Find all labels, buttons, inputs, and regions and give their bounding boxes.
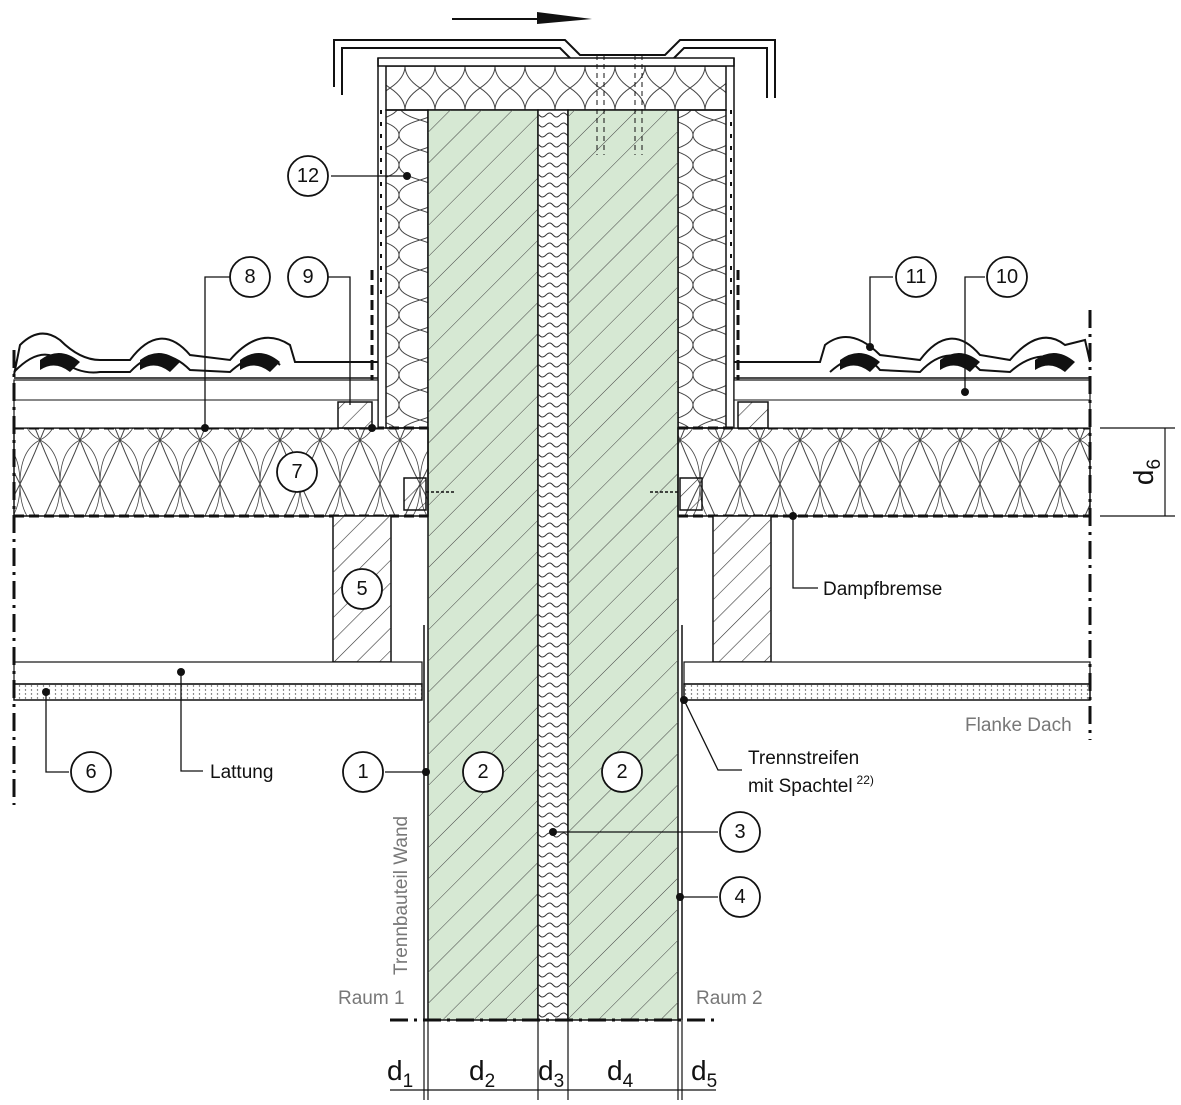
callout-6: 6 bbox=[70, 751, 112, 793]
callout-5: 5 bbox=[341, 568, 383, 610]
dim-d3-label: d3 bbox=[538, 1055, 564, 1092]
svg-text:5: 5 bbox=[356, 578, 367, 600]
label-trennstreifen: Trennstreifen bbox=[748, 748, 859, 769]
roof-tiles-right-dark bbox=[840, 352, 1075, 372]
svg-text:1: 1 bbox=[357, 761, 368, 783]
svg-text:2: 2 bbox=[616, 761, 627, 783]
dim-d6-label: d6 bbox=[1128, 459, 1165, 485]
leader-dots bbox=[42, 172, 969, 901]
anchors bbox=[403, 477, 703, 511]
callout-10: 10 bbox=[986, 256, 1028, 298]
bottom-dimensions bbox=[390, 1020, 716, 1100]
dim-d2-label: d2 bbox=[469, 1055, 495, 1092]
dim-d6 bbox=[1100, 427, 1175, 517]
label-flanke-dach: Flanke Dach bbox=[965, 715, 1072, 736]
svg-text:9: 9 bbox=[302, 266, 313, 288]
callout-11: 11 bbox=[895, 256, 937, 298]
callout-4: 4 bbox=[719, 876, 761, 918]
plaster-layers bbox=[423, 625, 683, 1020]
label-lattung: Lattung bbox=[210, 762, 273, 783]
label-raum-1: Raum 1 bbox=[338, 988, 405, 1009]
callout-1: 1 bbox=[342, 751, 384, 793]
svg-text:4: 4 bbox=[734, 886, 745, 908]
callout-3: 3 bbox=[719, 811, 761, 853]
svg-text:2: 2 bbox=[477, 761, 488, 783]
svg-text:8: 8 bbox=[244, 266, 255, 288]
callout-2-left: 2 bbox=[462, 751, 504, 793]
callout-2-right: 2 bbox=[601, 751, 643, 793]
dim-d1-label: d1 bbox=[387, 1055, 413, 1092]
svg-text:7: 7 bbox=[291, 461, 302, 483]
fixings bbox=[596, 55, 643, 155]
rafters bbox=[332, 515, 772, 663]
roof-insulation-right bbox=[677, 427, 1091, 517]
callout-9: 9 bbox=[287, 256, 329, 298]
label-raum-2: Raum 2 bbox=[696, 988, 763, 1009]
svg-text:3: 3 bbox=[734, 821, 745, 843]
parapet-top-insulation bbox=[377, 57, 735, 111]
dim-d4-label: d4 bbox=[607, 1055, 634, 1092]
roof-tiles-right bbox=[734, 336, 1091, 379]
ceiling-lining-left bbox=[13, 661, 423, 701]
wall-separation-layer bbox=[537, 109, 569, 1021]
roof-tiles-left-dark bbox=[40, 352, 280, 372]
boundary-lines bbox=[12, 310, 1092, 1022]
wall-leaf-right bbox=[567, 109, 679, 1021]
leader-lines bbox=[45, 175, 985, 898]
counter-battens bbox=[13, 379, 1091, 429]
dim-d5-label: d5 bbox=[691, 1055, 717, 1092]
direction-arrow bbox=[452, 12, 592, 24]
callout-7: 7 bbox=[276, 451, 318, 493]
svg-text:12: 12 bbox=[297, 165, 319, 187]
svg-text:6: 6 bbox=[85, 761, 96, 783]
callout-8: 8 bbox=[229, 256, 271, 298]
label-dampfbremse: Dampfbremse bbox=[823, 579, 942, 600]
roof-insulation-left bbox=[13, 427, 429, 517]
parapet-side-insulation bbox=[377, 58, 735, 429]
wall-leaf-left bbox=[427, 109, 539, 1021]
svg-text:10: 10 bbox=[996, 266, 1018, 288]
label-trennbauteil-wand: Trennbauteil Wand bbox=[391, 816, 412, 975]
ceiling-lining-right bbox=[683, 661, 1091, 701]
callout-12: 12 bbox=[287, 155, 329, 197]
svg-text:11: 11 bbox=[906, 266, 927, 288]
